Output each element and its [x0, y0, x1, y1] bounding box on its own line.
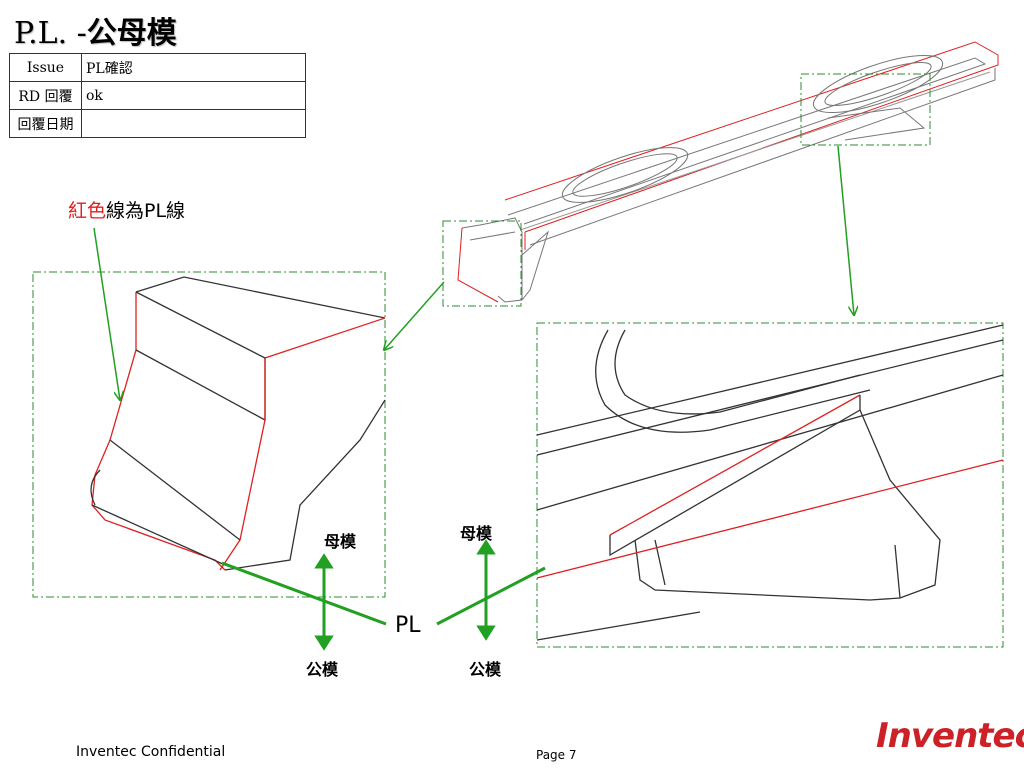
label-cavity-right: 母模 — [460, 524, 493, 543]
detail-frame-left — [32, 271, 386, 598]
page-number: Page 7 — [536, 748, 577, 762]
annotation-arrows — [93, 145, 854, 400]
info-table: Issue PL確認 RD 回覆 ok 回覆日期 — [9, 53, 306, 138]
pl-label: PL — [395, 613, 421, 638]
title-suffix: 公母模 — [86, 16, 177, 51]
callout-frame-small-right — [800, 73, 931, 146]
pl-line-note: 紅色線為PL線 — [68, 196, 185, 223]
detail-left-drawing — [90, 276, 386, 571]
label-cavity-left: 母模 — [324, 532, 357, 551]
callout-arrow-left — [384, 281, 445, 350]
table-row: 回覆日期 — [9, 109, 306, 138]
direction-arrows — [314, 539, 496, 651]
page-title: P.L. -公母模 — [14, 8, 177, 52]
part-overview — [457, 41, 999, 303]
detail-frame-right — [536, 322, 1004, 648]
note-text: 線為PL線 — [106, 200, 186, 222]
table-row: RD 回覆 ok — [9, 81, 306, 110]
title-prefix: P.L. - — [14, 16, 87, 51]
issue-label: Issue — [9, 53, 82, 82]
confidential-footer: Inventec Confidential — [76, 744, 226, 760]
note-red-text: 紅色 — [68, 200, 107, 222]
pl-leader-lines — [221, 561, 546, 626]
callout-frames — [32, 73, 1004, 648]
label-core-left: 公模 — [306, 660, 339, 679]
callout-arrow-right — [837, 145, 854, 315]
rd-reply-value: ok — [81, 81, 306, 110]
reply-date-value — [81, 109, 306, 138]
note-pointer-arrow — [93, 227, 120, 400]
inventec-logo: Inventec — [876, 716, 1024, 756]
label-core-right: 公模 — [469, 660, 502, 679]
callout-frame-small-left — [442, 220, 522, 307]
detail-right-drawing — [536, 324, 1004, 641]
rd-reply-label: RD 回覆 — [9, 81, 82, 110]
